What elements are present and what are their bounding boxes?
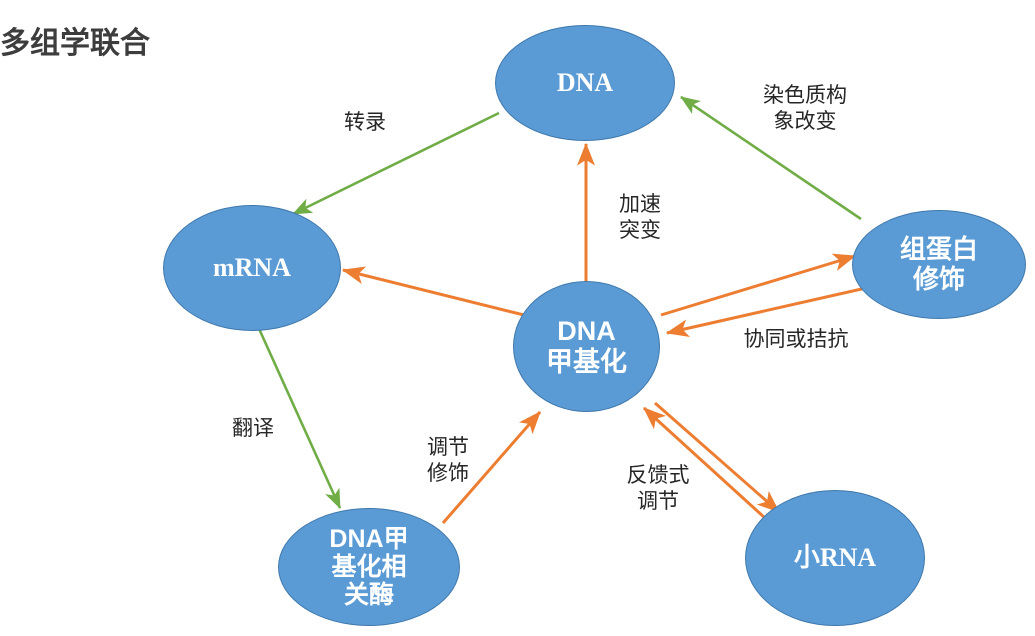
- edge-label-accelerate-mutation: 加速 突变: [619, 192, 661, 242]
- node-mrna[interactable]: mRNA: [163, 205, 341, 331]
- edge-methylation-to-smallrna: [654, 401, 780, 514]
- node-dna[interactable]: DNA: [495, 25, 675, 141]
- edge-methylation-to-histone: [660, 253, 857, 317]
- node-small-rna[interactable]: 小RNA: [745, 490, 925, 626]
- edge-label-transcription: 转录: [344, 110, 386, 134]
- node-dna-label: DNA: [556, 68, 614, 98]
- edge-mrna-to-enzyme: [254, 321, 342, 509]
- edge-label-feedback-regulation: 反馈式 调节: [626, 463, 690, 513]
- node-dna-methylation-label: DNA 甲基化: [546, 316, 627, 377]
- node-mrna-label: mRNA: [213, 253, 291, 283]
- edge-histone-to-methylation: [665, 286, 867, 338]
- edge-label-synergy-antagonism: 协同或拮抗: [743, 327, 849, 351]
- node-dna-methylation[interactable]: DNA 甲基化: [513, 281, 660, 412]
- edge-label-regulate-modify: 调节 修饰: [427, 435, 469, 485]
- page-title: 多组学联合: [0, 27, 150, 60]
- node-histone-modification-label: 组蛋白 修饰: [899, 234, 978, 294]
- node-dna-methylation-enzyme-label: DNA甲 基化相 关酶: [329, 525, 409, 609]
- node-histone-modification[interactable]: 组蛋白 修饰: [852, 210, 1026, 319]
- edge-smallrna-to-methylation: [642, 406, 767, 520]
- edge-histone-to-dna: [680, 95, 862, 221]
- node-small-rna-label: 小RNA: [793, 543, 877, 573]
- edge-enzyme-to-methylation: [441, 411, 542, 524]
- node-dna-methylation-enzyme[interactable]: DNA甲 基化相 关酶: [278, 508, 460, 626]
- edge-dna-to-mrna: [292, 111, 500, 216]
- edge-label-translation: 翻译: [232, 416, 274, 440]
- edge-label-chromatin-conformation: 染色质构 象改变: [763, 83, 847, 133]
- edge-methylation-to-mrna: [341, 266, 529, 318]
